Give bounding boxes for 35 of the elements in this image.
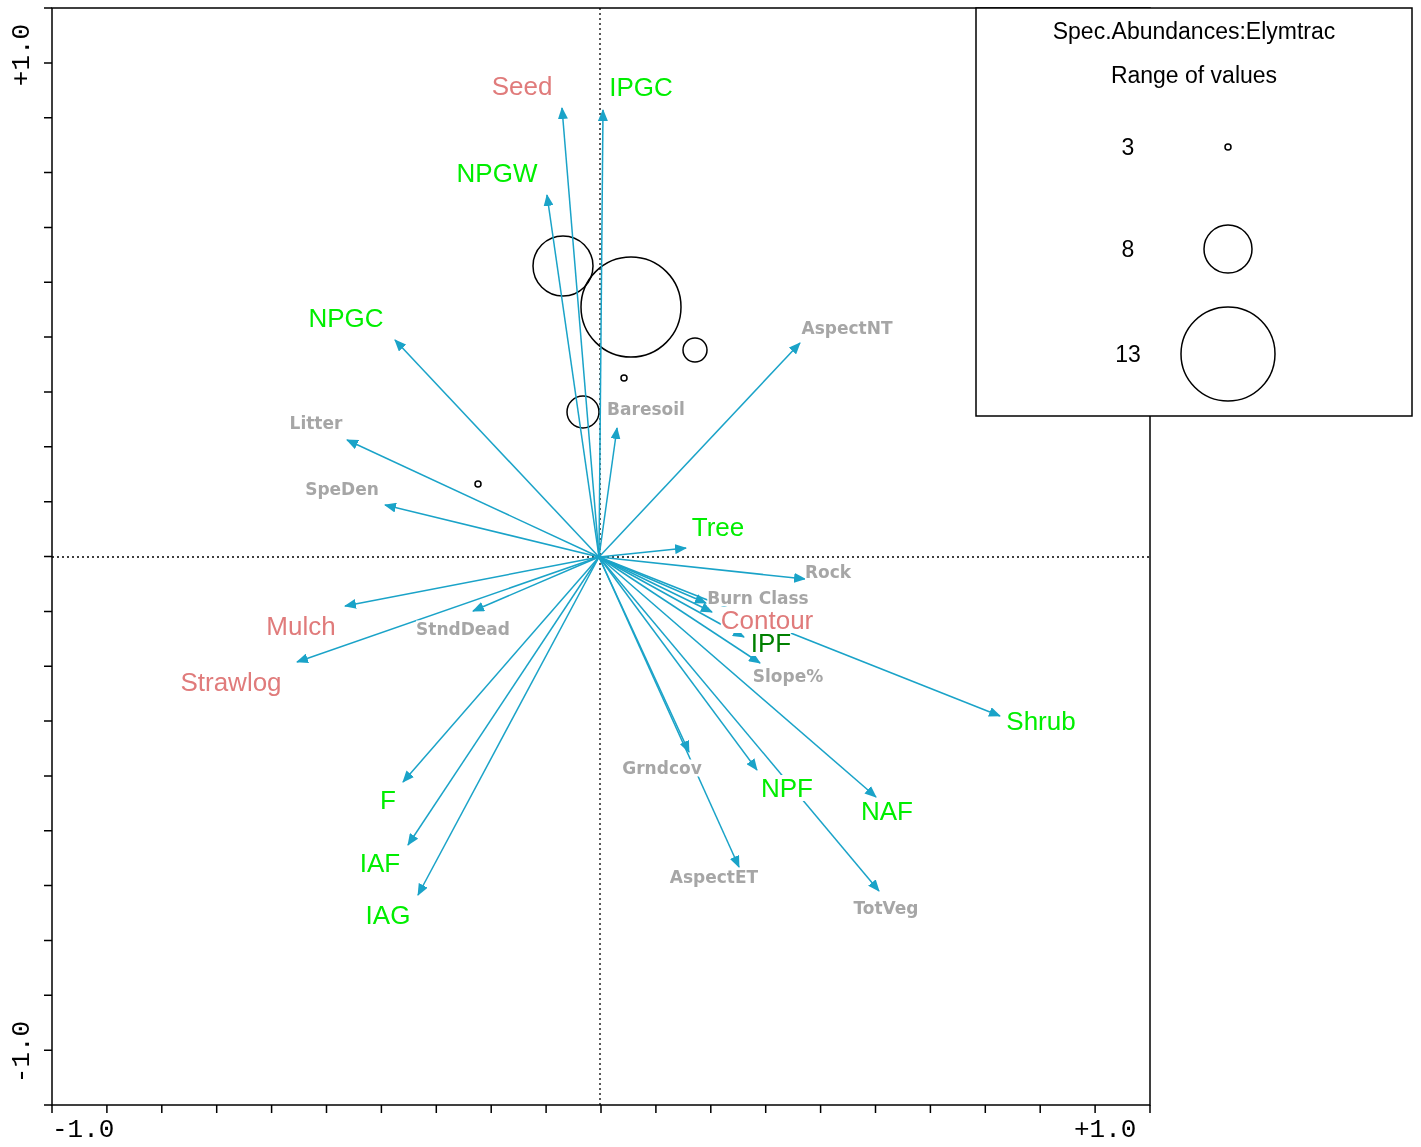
variable-label: SpeDen xyxy=(305,480,379,498)
arrow xyxy=(346,439,600,558)
treatment-label: Contour xyxy=(720,607,814,633)
variable-label: AspectNT xyxy=(801,319,893,337)
variable-label: Baresoil xyxy=(607,400,685,418)
axis-tick-label: -1.0 xyxy=(52,1117,115,1143)
variable-label: Slope% xyxy=(752,667,824,685)
legend-value: 3 xyxy=(1121,135,1135,159)
arrow xyxy=(394,339,600,558)
legend-title: Spec.Abundances:Elymtrac xyxy=(1052,19,1336,43)
variable-label: IPF xyxy=(750,630,792,656)
arrow xyxy=(543,194,600,558)
arrow xyxy=(598,544,687,558)
variable-label: NPF xyxy=(761,775,813,801)
arrow xyxy=(598,556,740,868)
arrow xyxy=(384,502,600,558)
variable-label: StndDead xyxy=(416,620,510,638)
arrow xyxy=(407,556,600,846)
variable-label: Litter xyxy=(289,414,343,432)
variable-label: TotVeg xyxy=(853,899,919,917)
arrow xyxy=(598,342,801,558)
axis-tick-label: +1.0 xyxy=(9,23,35,87)
legend-value: 8 xyxy=(1121,237,1135,261)
arrow xyxy=(598,427,621,558)
variable-label: Rock xyxy=(804,563,852,581)
arrow xyxy=(296,556,600,664)
treatment-label: Strawlog xyxy=(180,669,282,695)
variable-label: AspectET xyxy=(669,868,759,886)
axis-tick-label: +1.0 xyxy=(1074,1117,1137,1143)
legend-value: 13 xyxy=(1115,342,1141,366)
arrow xyxy=(417,556,600,896)
variable-label: Burn Class xyxy=(707,589,809,607)
legend-subtitle: Range of values xyxy=(1110,63,1278,87)
axis-tick-label: -1.0 xyxy=(9,1020,35,1084)
variable-label: Grndcov xyxy=(622,759,702,777)
